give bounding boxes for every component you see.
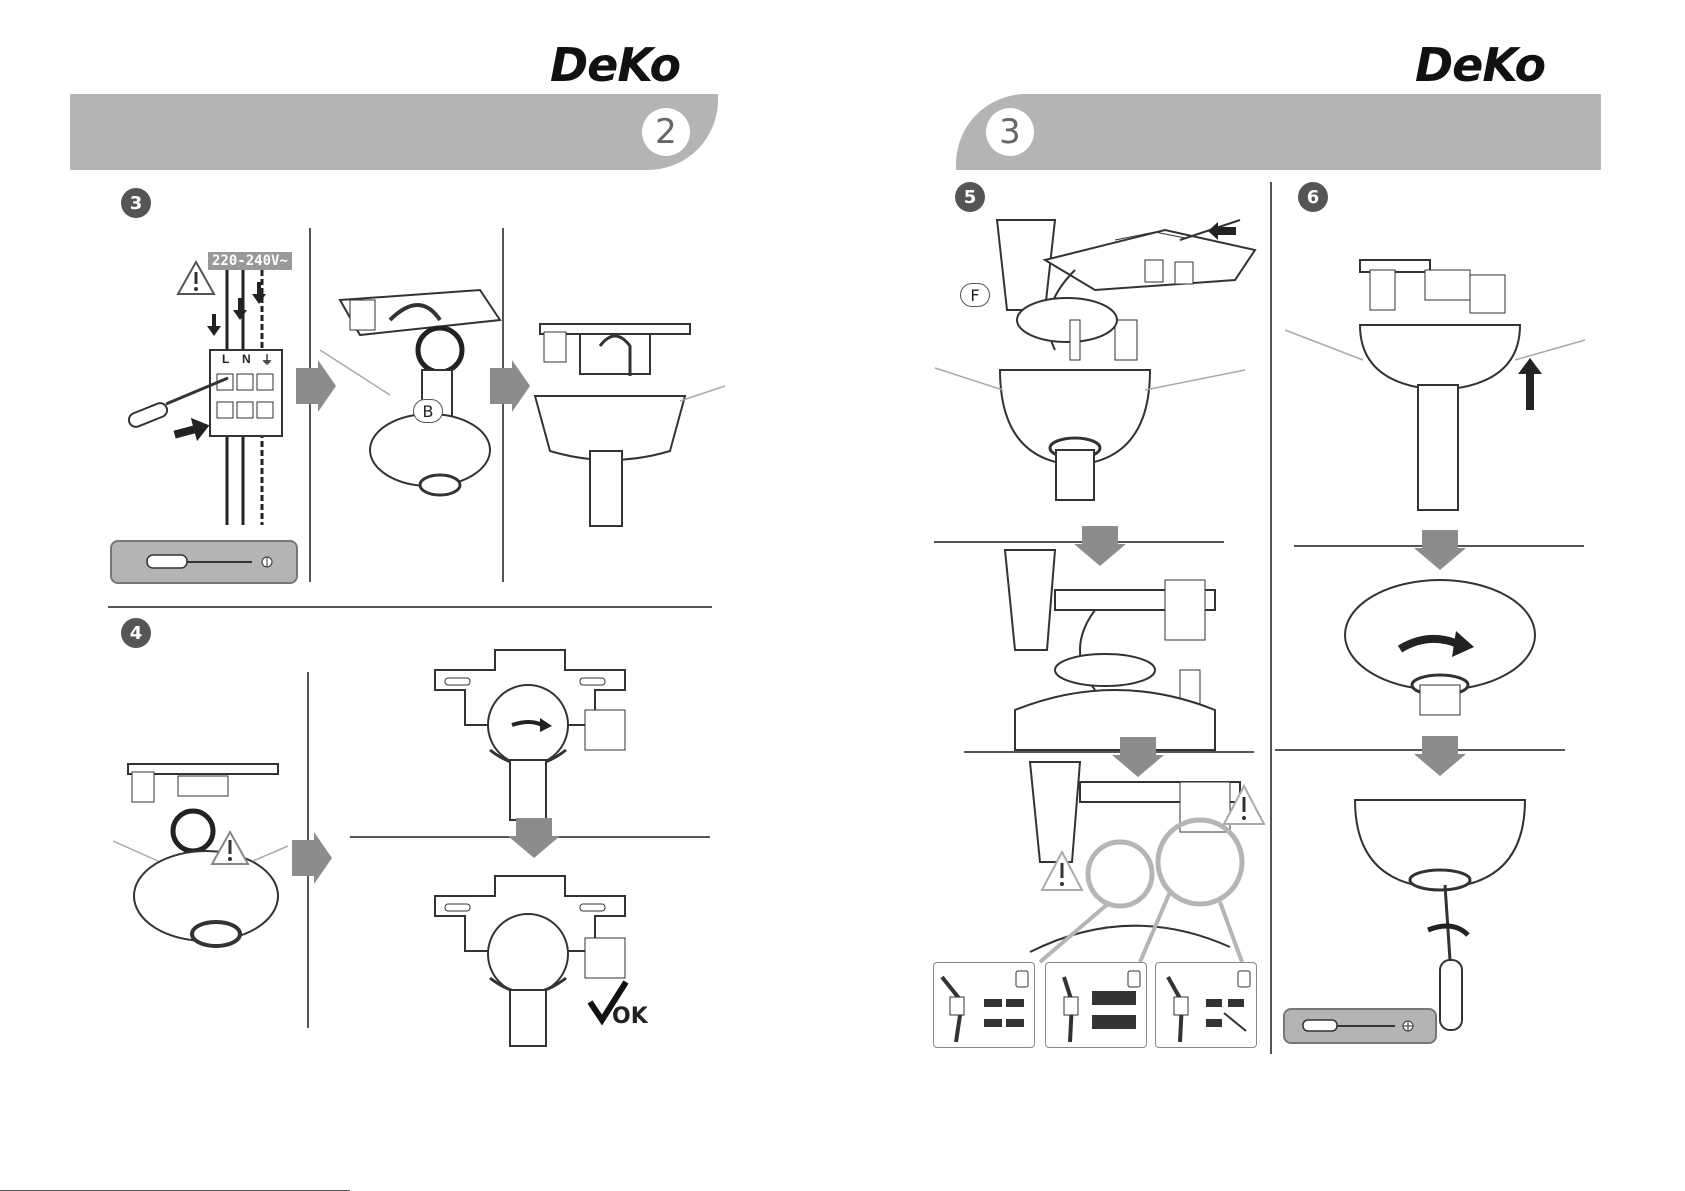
arrow-down-icon [207,314,221,336]
header-band-right [956,94,1601,170]
arrow-down-icon [508,818,560,858]
ceiling-bracket-illustration [330,280,510,510]
fan-motor-wiring-illustration [935,210,1255,500]
terminal-label-L: L [222,352,229,366]
arrow-down-icon [1414,530,1466,570]
canopy-illustration [530,316,720,526]
arrow-down-icon [252,282,266,304]
voltage-label: 220-240V~ [208,252,292,270]
terminal-label-earth: ⏚ [261,351,273,368]
connector-plug-icon [1162,969,1252,1041]
tool-box-screwdriver [1283,1008,1437,1044]
arrow-left-icon [1208,222,1236,240]
screwdriver-icon [1303,1017,1418,1035]
tool-box-screwdriver [110,540,298,584]
terminal-label-N: N [242,352,251,366]
connector-detail-2 [1045,962,1147,1048]
arrow-up-icon [1518,358,1542,410]
divider [108,606,712,608]
divider [1270,182,1272,1054]
page-number-left: 2 [642,108,690,156]
connector-plug-icon [1052,969,1142,1041]
rotate-arrow-icon [1396,625,1476,665]
warning-triangle-icon [1222,784,1266,828]
step-6-badge: 6 [1298,182,1328,212]
step-5-badge: 5 [955,182,985,212]
step-4-badge: 4 [121,618,151,648]
warning-triangle-icon [1040,850,1084,894]
warning-triangle-icon [210,830,250,866]
part-label-b: B [413,399,443,423]
canopy-illustration [118,756,298,956]
arrow-down-icon [1414,736,1466,776]
connector-detail-1 [933,962,1035,1048]
step-3-badge: 3 [121,188,151,218]
connector-plug-icon [940,969,1030,1041]
arrow-right-icon [292,832,332,884]
canopy-screw-illustration [1350,780,1530,1040]
bracket-rotate-illustration [430,640,630,820]
arrow-down-icon [233,298,247,320]
brand-logo-left: DeKo [550,38,680,92]
ok-label: OK [612,1004,648,1029]
brand-logo-right: DeKo [1415,38,1545,92]
connector-detail-3 [1155,962,1257,1048]
header-band-left [70,94,718,170]
fan-motor-wiring-illustration [995,540,1245,750]
arrow-right-icon [174,418,210,442]
screwdriver-icon [147,552,277,572]
page-number-right: 3 [986,108,1034,156]
